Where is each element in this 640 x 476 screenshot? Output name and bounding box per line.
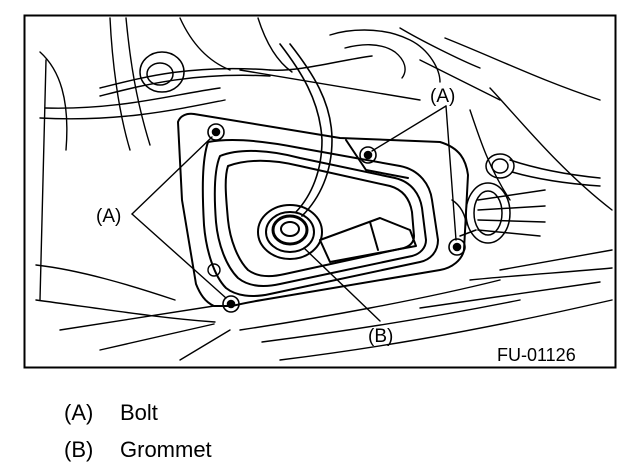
harness-cable xyxy=(279,43,333,217)
legend-code: (A) xyxy=(64,400,94,425)
bolt-top-right xyxy=(359,146,377,164)
alignment-hole xyxy=(207,263,221,277)
leader-lines xyxy=(131,105,457,322)
callout-a-left: (A) xyxy=(96,206,121,227)
legend-label: Bolt xyxy=(120,400,158,425)
legend-item-grommet: (B) Grommet xyxy=(64,437,212,463)
service-cover xyxy=(177,112,469,307)
bolt-bottom-left xyxy=(222,295,240,313)
legend-item-bolt: (A) Bolt xyxy=(64,400,158,426)
callout-a-top: (A) xyxy=(430,86,455,107)
grommet-b xyxy=(257,204,323,260)
callout-b: (B) xyxy=(368,326,393,347)
legend-label: Grommet xyxy=(120,437,212,462)
right-connector xyxy=(451,153,601,244)
body-panel-lines xyxy=(35,17,613,361)
figure-id: FU-01126 xyxy=(497,345,576,365)
bolt-top-left xyxy=(207,123,225,141)
legend-code: (B) xyxy=(64,437,94,462)
bolt-right xyxy=(448,238,466,256)
figure-frame xyxy=(23,14,617,369)
upper-grommet xyxy=(99,51,373,97)
